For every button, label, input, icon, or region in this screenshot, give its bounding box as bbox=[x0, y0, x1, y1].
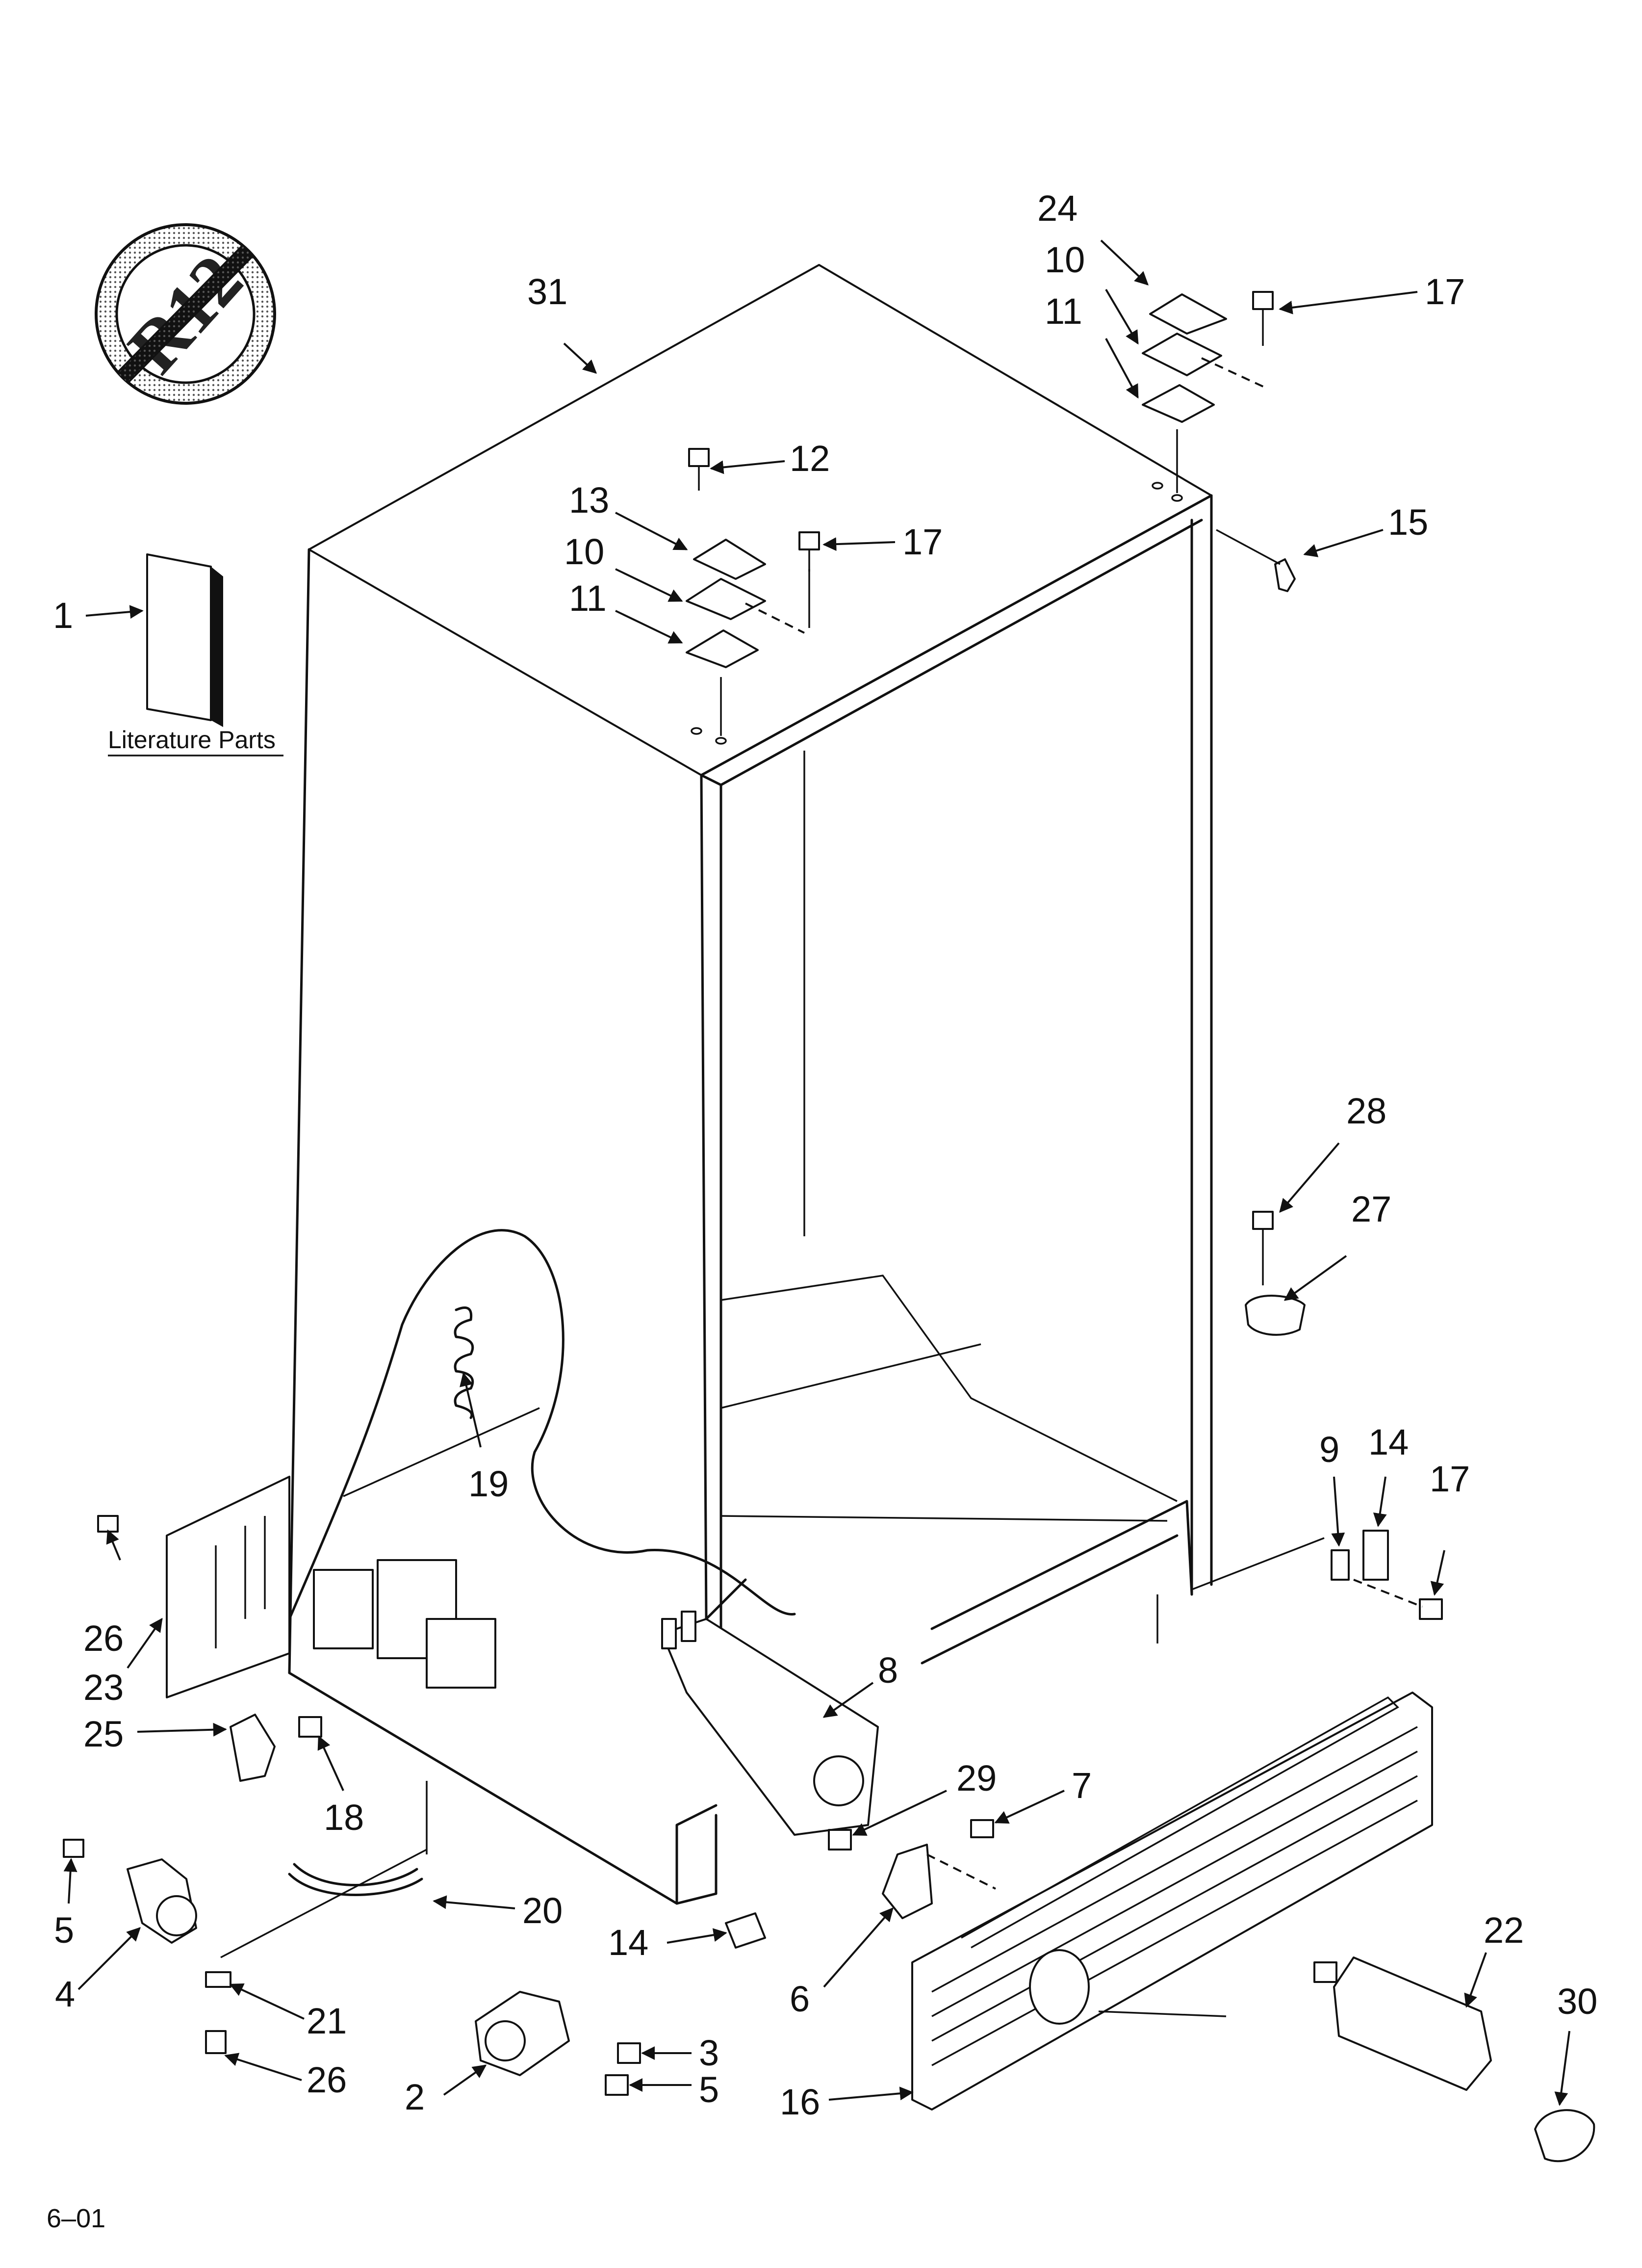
callout-27: 27 bbox=[1351, 1189, 1391, 1229]
callout-26-upper: 26 bbox=[83, 1618, 124, 1659]
callout-15: 15 bbox=[1388, 502, 1428, 543]
callout-14-lower: 14 bbox=[608, 1922, 648, 1963]
leader-lines bbox=[63, 239, 1570, 2106]
callout-16: 16 bbox=[780, 2082, 820, 2122]
callout-5-lower: 5 bbox=[699, 2069, 719, 2110]
callout-9: 9 bbox=[1319, 1429, 1339, 1470]
callout-30: 30 bbox=[1557, 1981, 1597, 2022]
callout-13: 13 bbox=[569, 480, 609, 521]
callout-3: 3 bbox=[699, 2033, 719, 2073]
callout-8: 8 bbox=[878, 1650, 898, 1691]
callout-25: 25 bbox=[83, 1714, 124, 1754]
callout-6: 6 bbox=[790, 1979, 810, 2019]
callout-29: 29 bbox=[956, 1758, 997, 1799]
callout-10-right: 10 bbox=[1045, 239, 1085, 280]
callout-26-lower: 26 bbox=[307, 2059, 347, 2100]
hinge-center bbox=[686, 448, 820, 745]
callout-11-center: 11 bbox=[569, 578, 607, 619]
callout-4: 4 bbox=[55, 1974, 75, 2014]
callout-24: 24 bbox=[1037, 188, 1078, 229]
callout-7: 7 bbox=[1072, 1765, 1092, 1806]
callout-17-center: 17 bbox=[902, 521, 943, 562]
no-r12-logo: R12 bbox=[95, 223, 276, 405]
hinge-right bbox=[1142, 291, 1274, 502]
callout-23: 23 bbox=[83, 1667, 124, 1708]
callout-1: 1 bbox=[53, 595, 73, 636]
callout-10-center: 10 bbox=[564, 531, 604, 572]
callout-5-left: 5 bbox=[54, 1910, 74, 1951]
callout-18: 18 bbox=[324, 1797, 364, 1838]
callouts: 31 1 12 13 10 11 17 24 10 11 17 15 28 27… bbox=[53, 188, 1597, 2122]
callout-17-right: 17 bbox=[1425, 271, 1465, 312]
cabinet bbox=[288, 264, 1213, 1905]
small-parts bbox=[63, 529, 1595, 2163]
callout-22: 22 bbox=[1484, 1910, 1524, 1951]
callout-17-lower: 17 bbox=[1430, 1459, 1470, 1499]
callout-12: 12 bbox=[790, 438, 830, 479]
footer-code: 6–01 bbox=[47, 2204, 105, 2233]
literature-caption: Literature Parts bbox=[108, 726, 276, 754]
callout-11-right: 11 bbox=[1045, 291, 1082, 332]
callout-28: 28 bbox=[1346, 1091, 1386, 1131]
callout-2: 2 bbox=[405, 2077, 425, 2117]
callout-21: 21 bbox=[307, 2001, 347, 2041]
literature-parts: Literature Parts bbox=[108, 553, 283, 756]
callout-14-right: 14 bbox=[1368, 1422, 1409, 1462]
callout-19: 19 bbox=[468, 1463, 509, 1504]
callout-31: 31 bbox=[527, 271, 567, 312]
callout-20: 20 bbox=[522, 1890, 563, 1931]
